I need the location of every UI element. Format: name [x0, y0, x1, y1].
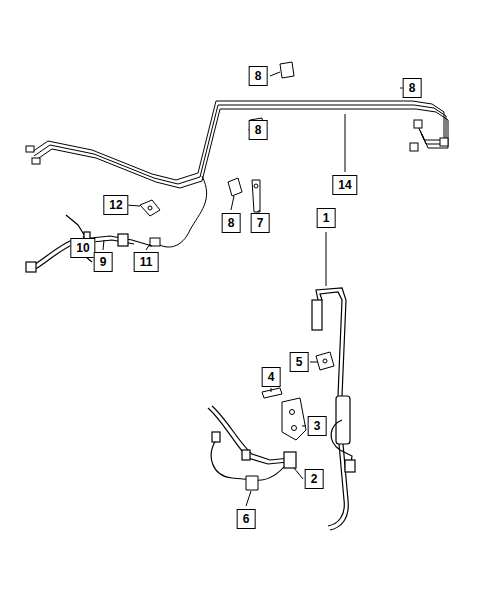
callout-number: 2: [305, 469, 324, 489]
brake-tube-11: [150, 176, 207, 247]
callout-number: 7: [251, 213, 270, 233]
callout-number: 8: [249, 120, 268, 140]
bracket-12: [140, 200, 160, 216]
wheel-speed-sensor-2: [208, 406, 296, 480]
callout-number: 8: [403, 78, 422, 98]
brake-tube-bundle: [26, 101, 448, 188]
callout-number: 8: [222, 213, 241, 233]
clip-5: [316, 352, 334, 370]
callout-number: 8: [249, 66, 268, 86]
callout-number: 4: [262, 367, 281, 387]
callout-number: 10: [70, 238, 95, 258]
brake-tube-1: [312, 288, 355, 530]
callout-number: 9: [94, 252, 113, 272]
bracket-3: [282, 398, 306, 440]
callout-number: 1: [317, 208, 336, 228]
clip-6: [246, 476, 258, 490]
callout-number: 12: [103, 195, 128, 215]
clips-8-7: [228, 62, 420, 212]
callout-number: 5: [290, 352, 309, 372]
clip-4: [262, 388, 282, 398]
callout-number: 3: [308, 416, 327, 436]
callout-number: 14: [332, 175, 357, 195]
callout-number: 6: [237, 509, 256, 529]
leader-lines: [83, 72, 408, 506]
callout-number: 11: [134, 252, 159, 272]
